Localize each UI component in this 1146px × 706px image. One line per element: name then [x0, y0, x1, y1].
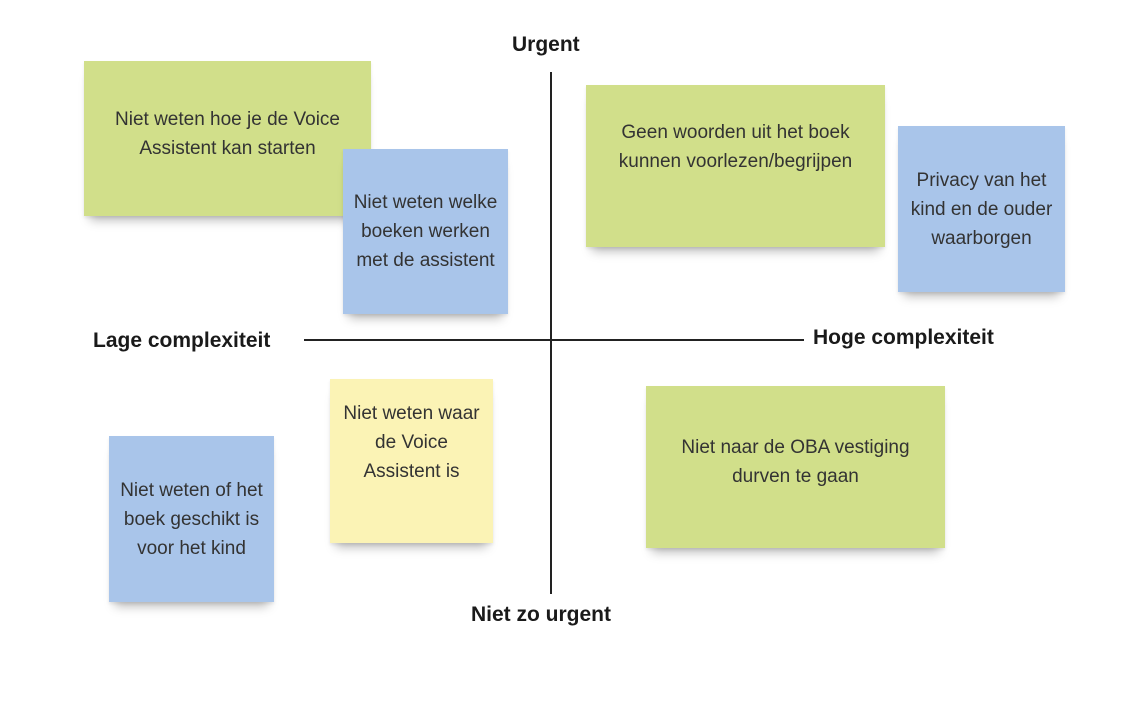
sticky-note-privacy[interactable]: Privacy van het kind en de ouder waarbor…: [898, 126, 1065, 292]
sticky-note-text: Niet weten hoe je de Voice Assistent kan…: [115, 109, 340, 159]
horizontal-axis-line: [304, 339, 804, 341]
sticky-note-oba-location[interactable]: Niet naar de OBA vestiging durven te gaa…: [646, 386, 945, 548]
sticky-note-text: Niet weten welke boeken werken met de as…: [353, 192, 498, 271]
axis-label-urgent: Urgent: [512, 33, 580, 56]
sticky-note-text: Geen woorden uit het boek kunnen voorlez…: [618, 122, 853, 172]
sticky-note-text: Privacy van het kind en de ouder waarbor…: [910, 169, 1053, 249]
axis-label-not-urgent: Niet zo urgent: [471, 603, 611, 626]
sticky-note-text: Niet weten waar de Voice Assistent is: [343, 403, 480, 482]
sticky-note-text: Niet naar de OBA vestiging durven te gaa…: [681, 437, 910, 487]
sticky-note-start-assistant[interactable]: Niet weten hoe je de Voice Assistent kan…: [84, 61, 371, 216]
sticky-note-where-assistant[interactable]: Niet weten waar de Voice Assistent is: [330, 379, 493, 543]
sticky-note-which-books[interactable]: Niet weten welke boeken werken met de as…: [343, 149, 508, 314]
sticky-note-text: Niet weten of het boek geschikt is voor …: [120, 479, 263, 559]
sticky-note-read-words[interactable]: Geen woorden uit het boek kunnen voorlez…: [586, 85, 885, 247]
axis-label-high-complexity: Hoge complexiteit: [813, 326, 994, 349]
vertical-axis-line: [550, 72, 552, 594]
axis-label-low-complexity: Lage complexiteit: [93, 329, 271, 352]
sticky-note-book-suitable[interactable]: Niet weten of het boek geschikt is voor …: [109, 436, 274, 602]
